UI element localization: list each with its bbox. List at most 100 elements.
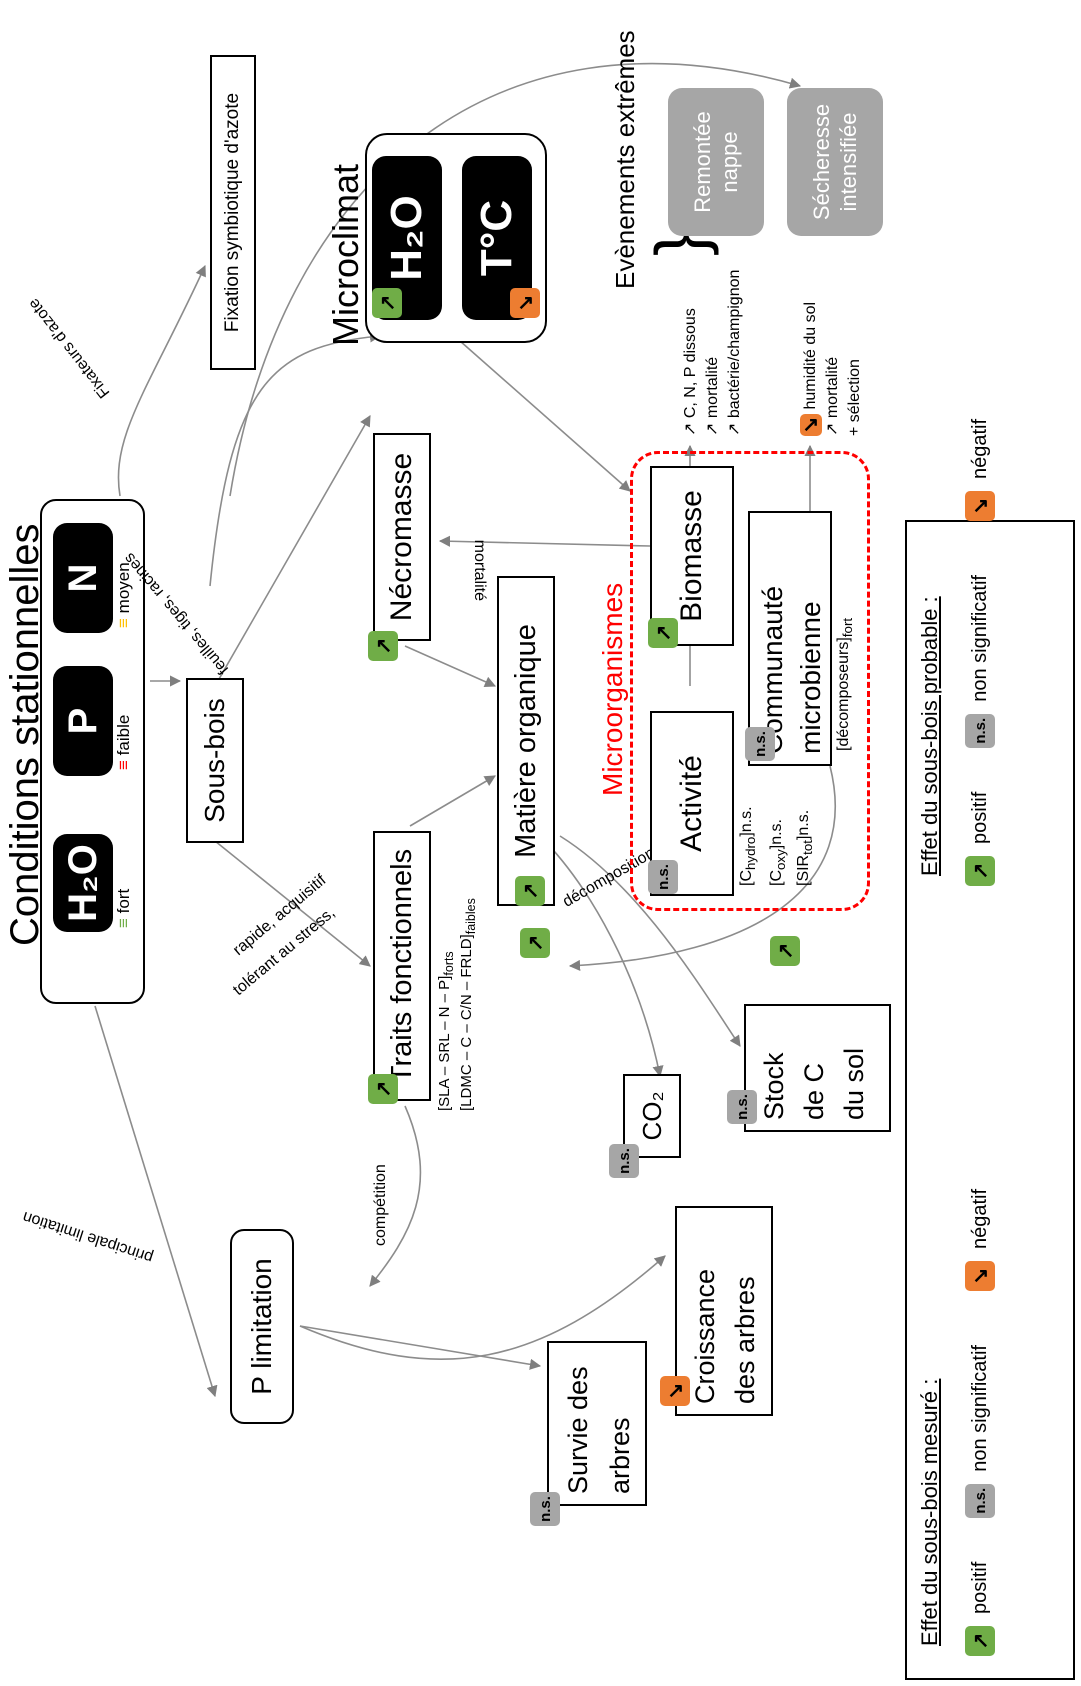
traits-forts: [SLA – SRL – N – P]forts <box>436 951 456 1111</box>
biomasse-positive-icon: ↗ <box>648 618 678 648</box>
stock-line-1: Stock <box>759 1052 789 1120</box>
arrow-biomasse-necro <box>438 535 651 547</box>
croissance-line-2: des arbres <box>730 1276 760 1404</box>
traits-faibles: [LDMC – C – C/N – FRLD]faibles <box>458 898 478 1111</box>
p-level: ≡ faible <box>114 714 133 770</box>
h2o-level: ≡ fort <box>114 888 133 928</box>
micro-h2o-positive-icon: ↗ <box>372 288 402 318</box>
legend-probable-negatif: négatif <box>968 418 991 479</box>
legend-probable-title: Effet du sous-bois probable : <box>917 596 942 876</box>
remontee-effect-3: ↗ bactérie/champignon <box>726 269 743 436</box>
arrow-cond-fixation <box>117 264 206 497</box>
legend-mesure-title: Effet du sous-bois mesuré : <box>917 1378 942 1646</box>
communaute-positive-icon: ↗ <box>770 936 800 966</box>
necromasse-positive-icon: ↗ <box>368 631 398 661</box>
legend-mesure-ns-tag: n.s. <box>965 1483 995 1518</box>
micro-tc-negative-icon: ↘ <box>510 288 540 318</box>
matiere-positive-icon: ↗ <box>515 876 545 906</box>
sous-bois-label: Sous-bois <box>199 698 230 823</box>
remontee-block: Remontée nappe <box>668 88 764 236</box>
necromasse-box: Nécromasse <box>373 433 431 641</box>
stock-line-3: du sol <box>839 1047 869 1120</box>
h2o-block: H₂O <box>53 834 113 932</box>
stock-line-2: de C <box>799 1062 829 1120</box>
survie-ns-tag: n.s. <box>530 1492 560 1526</box>
survie-box: Survie des arbres <box>547 1341 647 1506</box>
remontee-line-1: Remontée <box>689 111 715 213</box>
legend-mesure-positif: positif <box>968 1561 991 1614</box>
p-limitation-box: P limitation <box>230 1229 294 1424</box>
arrow-plimit-survie <box>299 1325 542 1370</box>
legend-probable-positive-icon: ↗ <box>965 856 995 886</box>
matiere-box: Matière organique <box>497 576 555 906</box>
necromasse-label: Nécromasse <box>385 452 418 622</box>
secheresse-effects: ↘ humidité du sol ↗ mortalité + sélectio… <box>800 302 866 436</box>
edge-competition: compétition <box>372 1164 389 1246</box>
remontee-effect-1: ↗ C, N, P dissous <box>682 308 699 436</box>
legend-probable-row: ↗ positif n.s. non significatif ↘ négati… <box>965 419 995 886</box>
legend-mesure-row: ↗ positif n.s. non significatif ↘ négati… <box>965 1189 995 1656</box>
legend-mesure-positive-icon: ↗ <box>965 1626 995 1656</box>
co2-label: CO₂ <box>636 1091 667 1141</box>
arrow-necro-matiere <box>404 645 497 688</box>
remontee-effect-2: ↗ mortalité <box>704 356 721 436</box>
secheresse-negative-icon: ↘ <box>800 414 822 436</box>
microclimat-title: Microclimat <box>325 163 366 346</box>
legend-probable-non-significatif: non significatif <box>968 575 991 702</box>
legend-mesure-non-significatif: non significatif <box>968 1345 991 1472</box>
arrow-comm-decomp <box>568 765 836 972</box>
survie-line-2: arbres <box>605 1417 635 1494</box>
microorganismes-label: Microorganismes <box>597 582 628 796</box>
secheresse-effect-3: + sélection <box>846 359 864 436</box>
edge-mortalite: mortalité <box>471 539 488 601</box>
p-block: P <box>53 666 113 776</box>
legend-probable-negative-icon: ↘ <box>965 491 995 521</box>
traits-box: Traits fonctionnels <box>373 831 431 1101</box>
p-label: P <box>60 707 105 735</box>
traits-positive-icon: ↗ <box>368 1074 398 1104</box>
decomposeurs-label: [décomposeurs]fort <box>835 617 856 751</box>
biomasse-label: Biomasse <box>675 490 708 622</box>
chydro-label: [Chydro]n.s. <box>738 806 759 886</box>
sir-label: [SIRtot]n.s. <box>795 809 816 886</box>
croissance-line-1: Croissance <box>690 1268 720 1404</box>
stock-ns-tag: n.s. <box>727 1090 757 1124</box>
remontee-effects: ↗ C, N, P dissous ↗ mortalité ↗ bactérie… <box>680 270 746 436</box>
p-limitation-label: P limitation <box>246 1258 277 1395</box>
communaute-ns-tag: n.s. <box>745 727 775 761</box>
arrow-sousbois-traits <box>214 840 371 967</box>
coxy-label: [Coxy]n.s. <box>768 819 789 886</box>
stock-box: Stock de C du sol <box>744 1004 891 1132</box>
conditions-title: Conditions stationnelles <box>3 523 47 946</box>
arrow-matiere-co2 <box>539 835 664 1078</box>
co2-ns-tag: n.s. <box>609 1144 639 1178</box>
h2o-label: H₂O <box>60 844 105 922</box>
micro-tc-label: T°C <box>472 199 521 277</box>
arrow-matiere-stock <box>559 835 741 1047</box>
legend-probable-ns-tag: n.s. <box>965 713 995 748</box>
fixation-box: Fixation symbiotique d'azote <box>210 55 256 370</box>
secheresse-line-1: Sécheresse <box>808 103 834 221</box>
n-block: N <box>53 523 113 633</box>
n-label: N <box>60 563 105 593</box>
fixation-label: Fixation symbiotique d'azote <box>222 92 243 333</box>
legend-probable-positif: positif <box>968 791 991 844</box>
secheresse-block: Sécheresse intensifiée <box>787 88 883 236</box>
arrow-plimit-croissance <box>299 1255 666 1360</box>
secheresse-effect-2: ↗ mortalité <box>824 356 842 436</box>
arrow-micro-biomasse <box>459 340 631 492</box>
survie-line-1: Survie des <box>563 1366 593 1494</box>
arrow-cond-plimit <box>94 1005 218 1398</box>
secheresse-effect-1: ↘ humidité du sol <box>800 302 822 436</box>
traits-label: Traits fonctionnels <box>385 848 418 1084</box>
sous-bois-box: Sous-bois <box>186 678 244 843</box>
remontee-line-2: nappe <box>717 131 742 193</box>
communaute-line-2: microbienne <box>795 601 826 754</box>
legend-mesure-negatif: négatif <box>968 1188 991 1249</box>
activite-ns-tag: n.s. <box>648 860 678 894</box>
communaute-line-1: Communauté <box>757 585 788 754</box>
traits-matiere-positive-icon: ↗ <box>520 928 550 958</box>
arrow-traits-survie <box>369 1105 422 1287</box>
